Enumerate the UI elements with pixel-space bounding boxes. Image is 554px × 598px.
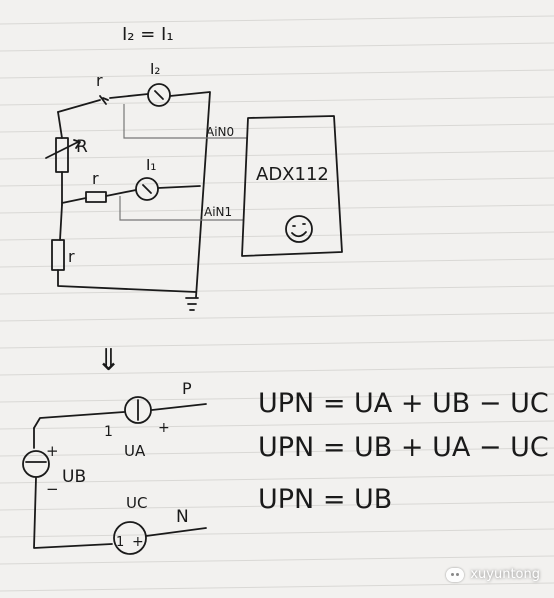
ruled-line [0, 258, 554, 268]
label-plus-b: + [46, 442, 59, 460]
ruled-line [0, 339, 554, 349]
ruled-line [0, 366, 554, 376]
label-r-mid: r [92, 169, 99, 188]
meter-i1 [135, 177, 159, 201]
watermark: xuyuntong [446, 567, 540, 582]
ruled-line [0, 42, 554, 52]
bottom-circuit: P + 1 UA + − UB UC 1 + N [22, 379, 207, 555]
source-ua [124, 396, 152, 424]
wire-top-left [57, 99, 101, 113]
rheostat-arrow [45, 139, 81, 159]
wire-ua-right [151, 403, 207, 411]
wire-left-upper [57, 111, 63, 139]
ruled-line [0, 123, 554, 133]
resistor-R [55, 137, 69, 173]
meter-i2 [147, 83, 171, 107]
label-one-a: 1 [104, 424, 113, 440]
label-i2: I₂ [150, 60, 160, 78]
ruled-line [0, 150, 554, 160]
ruled-line [0, 285, 554, 295]
meter-i2-needle [154, 90, 164, 100]
label-p: P [182, 379, 192, 398]
label-i1: I₁ [146, 156, 156, 174]
ruled-lines [0, 15, 554, 592]
wire-top-mid [109, 93, 149, 99]
resistor-r-mid [85, 191, 107, 203]
wire-top-right [169, 91, 211, 298]
ruled-line [0, 474, 554, 484]
label-ua: UA [124, 442, 146, 460]
resistor-r-bottom [51, 239, 65, 271]
wire-branch-mid [105, 189, 137, 197]
top-circuit: r I₂ R r I₁ r AiN0 AiN1 ADX112 [45, 60, 343, 311]
ruled-line [0, 69, 554, 79]
wire-bottom [57, 269, 197, 293]
label-ub: UB [62, 467, 86, 487]
wire-uc-right [145, 527, 207, 537]
equation-3: UPN = UB [258, 484, 392, 515]
sense-wire-ain0 [123, 104, 248, 139]
label-plus-a: + [158, 420, 170, 436]
label-r-top: r [96, 71, 103, 90]
ruled-line [0, 231, 554, 241]
equation-1: UPN = UA + UB − UC [258, 388, 549, 419]
label-R: R [76, 137, 88, 157]
wire-branch-right [157, 185, 201, 189]
ruled-line [0, 204, 554, 214]
resistor-r-top [99, 95, 109, 105]
source-ub [22, 450, 50, 478]
label-plus-c: + [132, 534, 144, 550]
smiley-face [285, 215, 313, 243]
down-arrow-mark: ⇓ [96, 343, 121, 378]
ruled-line [0, 447, 554, 457]
label-ain1: AiN1 [204, 205, 232, 219]
wechat-icon [446, 567, 465, 582]
ground-symbol [185, 297, 199, 311]
watermark-text: xuyuntong [470, 567, 540, 582]
ruled-line [0, 177, 554, 187]
ruled-line [0, 393, 554, 403]
smiley-features [291, 223, 307, 238]
meter-i1-needle [142, 184, 152, 194]
header-equation: I₂ = I₁ [122, 24, 174, 45]
ruled-line [0, 555, 554, 565]
source-uc [113, 521, 147, 555]
equations: UPN = UA + UB − UC UPN = UB + UA − UC UP… [258, 388, 549, 515]
adc-box [241, 115, 343, 257]
ruled-line [0, 528, 554, 538]
label-n: N [176, 507, 189, 527]
label-r-bottom: r [68, 247, 75, 266]
label-uc: UC [126, 494, 147, 512]
wire-ua-left [33, 411, 125, 429]
label-ain0: AiN0 [206, 125, 234, 139]
wire-left-lower [59, 204, 63, 241]
ruled-line [0, 420, 554, 430]
equation-2: UPN = UB + UA − UC [258, 432, 549, 463]
ruled-line [0, 312, 554, 322]
ruled-line [0, 96, 554, 106]
label-adc: ADX112 [256, 164, 329, 185]
ruled-line [0, 501, 554, 511]
label-minus-b: − [46, 480, 59, 498]
sense-wire-ain1 [119, 196, 244, 221]
ruled-line [0, 582, 554, 592]
wire-branch-left [61, 197, 87, 204]
ruled-line [0, 15, 554, 25]
label-one-c: 1 [116, 535, 124, 550]
wire-left-bottom [33, 477, 113, 549]
